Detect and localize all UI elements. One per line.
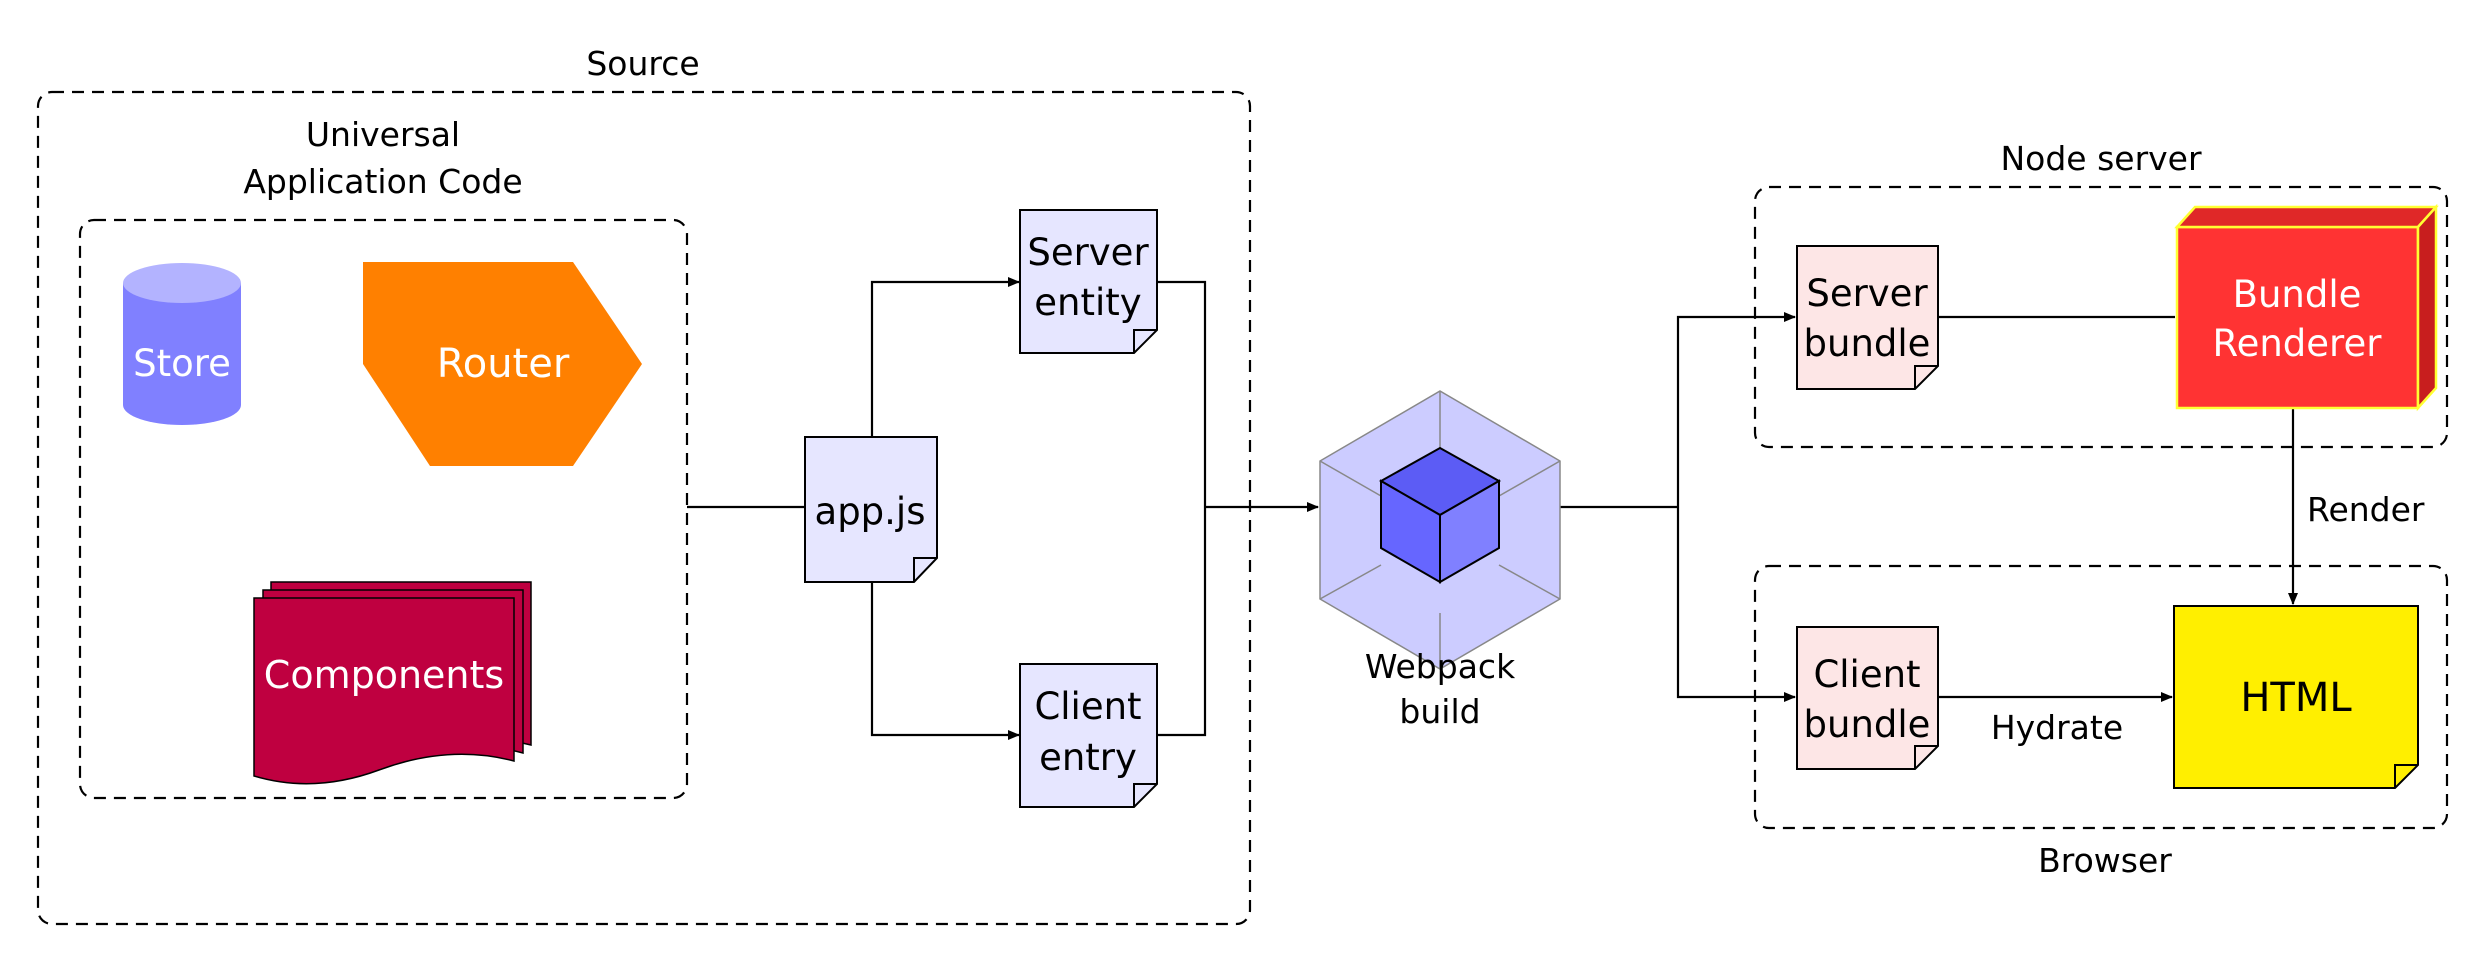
- bundle-renderer-label-line1: Bundle: [2233, 273, 2362, 316]
- webpack-node: Webpack build: [1319, 390, 1561, 731]
- server-bundle-node: Server bundle: [1796, 245, 1939, 390]
- client-bundle-node: Client bundle: [1796, 626, 1939, 770]
- bundle-renderer-node: Bundle Renderer: [2174, 203, 2439, 412]
- edge-server-entity-to-merge: [1157, 280, 1207, 507]
- components-label: Components: [264, 653, 504, 697]
- universal-group-label-line1: Universal: [306, 115, 460, 154]
- server-bundle-label-line2: bundle: [1804, 322, 1931, 365]
- server-entity-label-line1: Server: [1027, 231, 1149, 274]
- store-label: Store: [133, 342, 231, 385]
- components-node: Components: [253, 581, 532, 785]
- client-entry-node: Client entry: [1019, 663, 1158, 808]
- server-entity-label-line2: entity: [1034, 281, 1141, 324]
- webpack-icon: [1319, 390, 1561, 670]
- bundle-renderer-label-line2: Renderer: [2213, 322, 2383, 365]
- router-node: Router: [363, 262, 642, 466]
- client-entry-label-line2: entry: [1039, 736, 1137, 779]
- client-entry-label-line1: Client: [1034, 685, 1141, 728]
- webpack-label-line1: Webpack: [1365, 647, 1516, 686]
- appjs-node: app.js: [804, 436, 938, 583]
- store-node: Store: [123, 263, 241, 425]
- render-edge-label: Render: [2307, 490, 2425, 529]
- universal-group-label-line2: Application Code: [243, 162, 522, 201]
- edge-appjs-to-client-entry: [870, 582, 1020, 740]
- appjs-label: app.js: [815, 490, 926, 533]
- server-entity-node: Server entity: [1019, 209, 1158, 354]
- node-server-group-label: Node server: [2000, 139, 2202, 178]
- hydrate-edge-label: Hydrate: [1991, 708, 2123, 747]
- connectors: [687, 277, 2298, 740]
- server-bundle-label-line1: Server: [1806, 272, 1928, 315]
- universal-app-code-group: Universal Application Code: [78, 115, 689, 800]
- edge-webpack-to-client-bundle: [1676, 507, 1796, 702]
- html-label: HTML: [2240, 675, 2352, 721]
- browser-group-label: Browser: [2038, 841, 2172, 880]
- edge-appjs-to-server-entity: [870, 277, 1020, 437]
- webpack-label-line2: build: [1399, 692, 1480, 731]
- client-bundle-label-line2: bundle: [1804, 703, 1931, 746]
- source-group-label: Source: [586, 44, 699, 83]
- edge-client-entry-to-merge: [1157, 507, 1207, 737]
- html-node: HTML: [2173, 605, 2419, 789]
- edge-webpack-to-server-bundle: [1676, 312, 1796, 507]
- router-label: Router: [437, 341, 570, 387]
- client-bundle-label-line1: Client: [1813, 653, 1920, 696]
